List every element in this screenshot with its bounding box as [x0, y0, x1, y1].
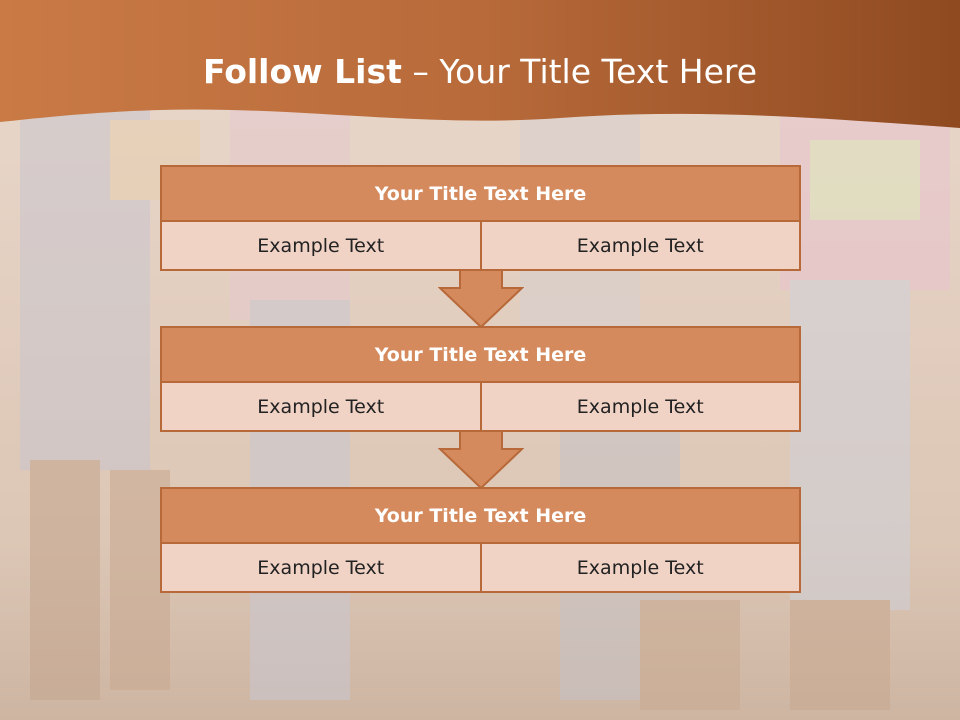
- step-row: Example Text Example Text: [160, 222, 801, 271]
- step-row: Example Text Example Text: [160, 544, 801, 593]
- step-title: Your Title Text Here: [160, 165, 801, 222]
- step-left-text: Example Text: [160, 383, 482, 432]
- step-right-text: Example Text: [481, 383, 801, 432]
- slide-title: Follow List – Your Title Text Here: [0, 52, 960, 91]
- title-bold: Follow List: [202, 52, 402, 91]
- down-arrow-icon: [438, 431, 524, 489]
- step-right-text: Example Text: [481, 544, 801, 593]
- step-title: Your Title Text Here: [160, 326, 801, 383]
- step-row: Example Text Example Text: [160, 383, 801, 432]
- step-title: Your Title Text Here: [160, 487, 801, 544]
- step-box-2: Your Title Text Here Example Text Exampl…: [160, 326, 801, 432]
- title-rest: – Your Title Text Here: [401, 52, 758, 91]
- step-box-1: Your Title Text Here Example Text Exampl…: [160, 165, 801, 271]
- step-left-text: Example Text: [160, 544, 482, 593]
- header-banner: [0, 0, 960, 128]
- step-box-3: Your Title Text Here Example Text Exampl…: [160, 487, 801, 593]
- down-arrow-icon: [438, 270, 524, 328]
- step-left-text: Example Text: [160, 222, 482, 271]
- step-right-text: Example Text: [481, 222, 801, 271]
